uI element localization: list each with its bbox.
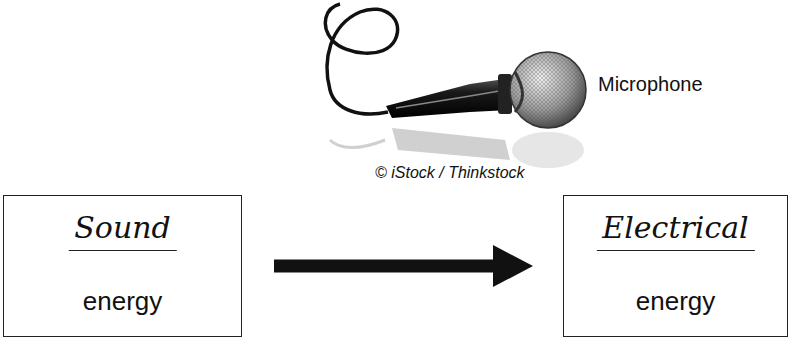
energy-type: Sound: [68, 210, 176, 251]
energy-type: Electrical: [596, 210, 754, 251]
energy-box: Electrical energy: [563, 195, 788, 337]
part-label: Microphone: [598, 73, 703, 96]
energy-box: Sound energy: [3, 195, 242, 337]
conversion-arrow: [274, 245, 533, 287]
credit-note: © iStock / Thinkstock: [375, 164, 525, 182]
energy-word: energy: [4, 286, 241, 316]
arrow-shaft: [274, 260, 495, 273]
energy-word: energy: [564, 286, 787, 316]
arrow-head: [493, 245, 533, 287]
